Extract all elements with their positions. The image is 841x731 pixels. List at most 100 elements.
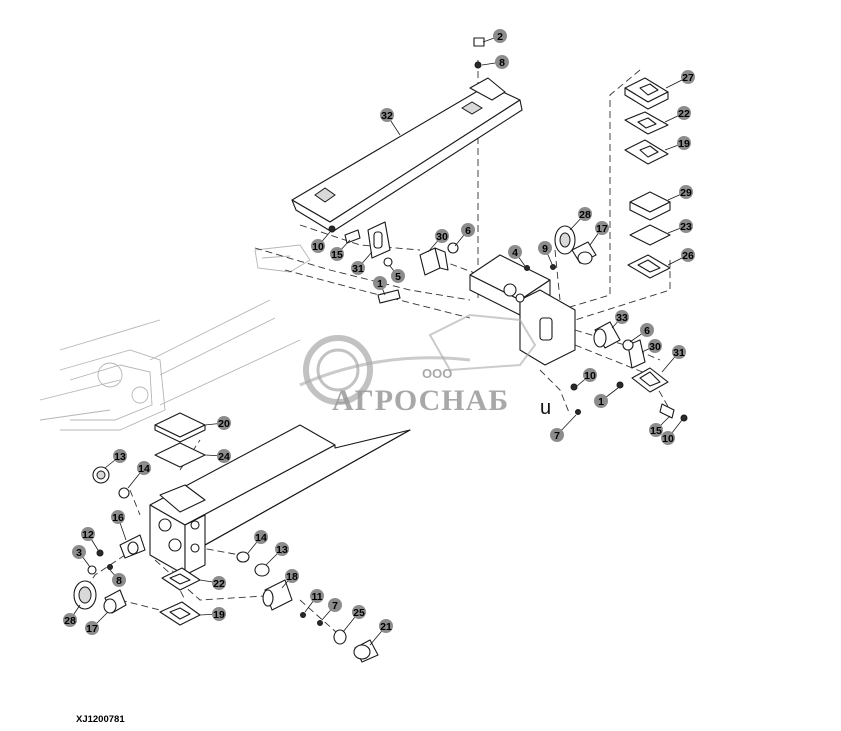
callout-8: 8 bbox=[109, 569, 126, 587]
callout-22: 22 bbox=[199, 576, 226, 590]
callout-bubble bbox=[677, 106, 691, 120]
callout-bubble bbox=[493, 29, 507, 43]
callout-3: 3 bbox=[72, 545, 91, 568]
callout-number: 13 bbox=[114, 451, 126, 463]
callout-number: 8 bbox=[499, 57, 505, 69]
callout-bubble bbox=[379, 619, 393, 633]
callout-8: 8 bbox=[481, 55, 509, 69]
callout-number: 12 bbox=[82, 529, 94, 541]
callout-5: 5 bbox=[389, 265, 405, 283]
callout-bubble bbox=[672, 345, 686, 359]
callout-28: 28 bbox=[569, 207, 592, 231]
callout-number: 30 bbox=[649, 341, 661, 353]
callout-number: 32 bbox=[381, 110, 393, 122]
callout-bubble bbox=[254, 530, 268, 544]
callout-14: 14 bbox=[247, 530, 268, 554]
callout-number: 11 bbox=[311, 591, 322, 603]
callout-number: 31 bbox=[352, 263, 364, 275]
callout-10: 10 bbox=[576, 368, 597, 387]
callout-number: 10 bbox=[662, 433, 674, 445]
callout-bubble bbox=[681, 248, 695, 262]
callout-bubble bbox=[275, 542, 289, 556]
callout-10: 10 bbox=[661, 419, 683, 445]
callout-bubble bbox=[550, 428, 564, 442]
callout-bubble bbox=[311, 239, 325, 253]
callout-number: 19 bbox=[213, 609, 225, 621]
callout-bubble bbox=[81, 527, 95, 541]
center-bracket bbox=[469, 254, 576, 366]
rollers-top bbox=[554, 225, 597, 265]
callout-number: 6 bbox=[465, 225, 471, 237]
callout-bubble bbox=[217, 449, 231, 463]
callout-14: 14 bbox=[127, 461, 151, 489]
watermark-prefix: ООО bbox=[422, 366, 452, 381]
clips-top-right bbox=[624, 77, 669, 165]
callout-2: 2 bbox=[482, 29, 507, 43]
callout-7: 7 bbox=[550, 414, 577, 442]
callout-27: 27 bbox=[665, 70, 695, 89]
callout-18: 18 bbox=[281, 569, 299, 589]
reference-code: XJ1200781 bbox=[76, 714, 125, 725]
callout-number: 21 bbox=[380, 621, 392, 633]
callout-bubble bbox=[640, 323, 654, 337]
sleeve bbox=[593, 321, 634, 351]
callout-number: 29 bbox=[680, 187, 692, 199]
callout-bubble bbox=[85, 621, 99, 635]
callout-bubble bbox=[217, 416, 231, 430]
callout-23: 23 bbox=[667, 219, 693, 234]
callout-1: 1 bbox=[594, 387, 619, 408]
callout-number: 23 bbox=[680, 221, 692, 233]
watermark-company-name: АГРОСНАБ bbox=[332, 384, 509, 417]
callout-number: 8 bbox=[116, 575, 122, 587]
callout-number: 16 bbox=[112, 512, 124, 524]
callout-number: 10 bbox=[312, 241, 324, 253]
callout-number: 27 bbox=[682, 72, 694, 84]
callout-33: 33 bbox=[611, 310, 629, 329]
callout-30: 30 bbox=[641, 339, 662, 353]
callout-number: 4 bbox=[512, 247, 518, 259]
main-frame bbox=[149, 424, 411, 576]
callout-number: 28 bbox=[64, 615, 76, 627]
callout-9: 9 bbox=[538, 241, 553, 265]
pads-right bbox=[627, 191, 671, 279]
callout-bubble bbox=[137, 461, 151, 475]
callout-number: 7 bbox=[554, 430, 560, 442]
left-small-parts bbox=[73, 466, 146, 614]
callout-26: 26 bbox=[667, 248, 695, 266]
callout-number: 9 bbox=[542, 243, 548, 255]
callout-12: 12 bbox=[81, 527, 99, 551]
callout-number: 30 bbox=[436, 231, 448, 243]
callout-bubble bbox=[435, 229, 449, 243]
callout-30: 30 bbox=[427, 229, 449, 253]
callout-number: 17 bbox=[86, 623, 98, 635]
callout-bubble bbox=[679, 185, 693, 199]
callout-bubble bbox=[352, 605, 366, 619]
callout-bubble bbox=[351, 261, 365, 275]
callout-number: 1 bbox=[377, 278, 383, 290]
callout-bubble bbox=[63, 613, 77, 627]
callout-25: 25 bbox=[342, 605, 366, 633]
callout-number: 5 bbox=[395, 271, 401, 283]
background-machinery bbox=[39, 244, 311, 431]
callout-number: 18 bbox=[286, 571, 298, 583]
callout-bubble bbox=[328, 598, 342, 612]
callout-15: 15 bbox=[649, 415, 671, 437]
callout-31: 31 bbox=[661, 345, 686, 373]
callout-6: 6 bbox=[629, 323, 654, 343]
callout-number: 15 bbox=[331, 249, 343, 261]
callout-number: 20 bbox=[218, 418, 230, 430]
watermark: ООО АГРОСНАБ u bbox=[299, 313, 551, 419]
callout-19: 19 bbox=[664, 136, 691, 151]
callout-24: 24 bbox=[204, 449, 231, 463]
callout-number: 19 bbox=[678, 138, 690, 150]
callout-bubble bbox=[595, 221, 609, 235]
callout-number: 24 bbox=[218, 451, 230, 463]
callout-number: 6 bbox=[644, 325, 650, 337]
callout-number: 26 bbox=[682, 250, 694, 262]
callout-bubble bbox=[373, 276, 387, 290]
callout-bubble bbox=[310, 589, 324, 603]
callout-bubble bbox=[681, 70, 695, 84]
callout-bubble bbox=[615, 310, 629, 324]
callout-bubble bbox=[508, 245, 522, 259]
